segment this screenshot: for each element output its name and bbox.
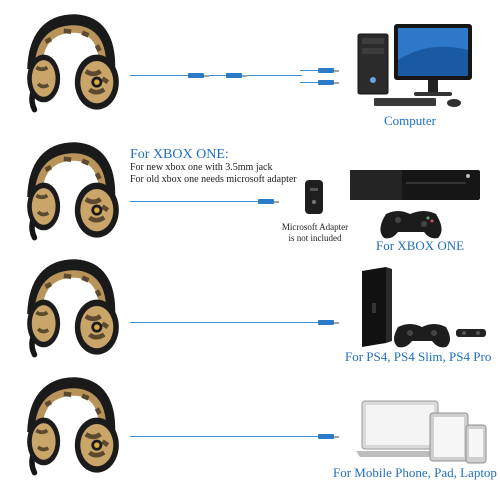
- microsoft-adapter-icon: [305, 180, 323, 214]
- xbox-note-line1: For new xbox one with 3.5mm jack: [130, 162, 273, 173]
- headset-plug-icon: [258, 199, 279, 204]
- xbox-note-line2: For old xbox one needs microsoft adapter: [130, 174, 297, 185]
- audio-cable: [130, 322, 318, 323]
- caption-ps4: For PS4, PS4 Slim, PS4 Pro: [345, 349, 492, 364]
- xbox-note-title: For XBOX ONE:: [130, 147, 229, 162]
- caption-mobile: For Mobile Phone, Pad, Laptop: [333, 465, 497, 480]
- caption-computer: Computer: [384, 113, 436, 128]
- headset-image: [18, 257, 128, 367]
- headset-plug-icon: [318, 320, 339, 325]
- devices-icon: [356, 400, 487, 464]
- audio-cable: [130, 201, 260, 202]
- audio-cable: [300, 70, 330, 71]
- headset-plug-icon: [318, 434, 339, 439]
- computer-icon: [357, 24, 472, 107]
- headphone-plug-icon: [318, 80, 339, 85]
- audio-cable: [300, 82, 330, 83]
- headset-image: [18, 375, 128, 485]
- audio-cable: [130, 436, 318, 437]
- xbox-one-console-icon: [350, 170, 480, 239]
- splitter-plug-icon: [226, 73, 247, 78]
- row-computer: Computer: [0, 0, 500, 130]
- ps4-console-icon: [362, 267, 486, 348]
- headset-image: [18, 12, 128, 122]
- splitter-plug-icon: [188, 73, 209, 78]
- row-mobile: For Mobile Phone, Pad, Laptop: [0, 375, 500, 500]
- mic-plug-icon: [318, 68, 339, 73]
- adapter-note-line1: Microsoft Adapter: [281, 222, 349, 232]
- xbox-note: For XBOX ONE: For new xbox one with 3.5m…: [130, 148, 297, 186]
- row-xbox-one: For XBOX ONE: For new xbox one with 3.5m…: [0, 130, 500, 255]
- adapter-note: Microsoft Adapter is not included: [270, 222, 360, 244]
- adapter-note-line2: is not included: [288, 233, 342, 243]
- caption-xbox-one: For XBOX ONE: [376, 238, 465, 253]
- row-ps4: For PS4, PS4 Slim, PS4 Pro: [0, 255, 500, 375]
- audio-cable: [130, 75, 302, 76]
- headset-image: [18, 140, 128, 250]
